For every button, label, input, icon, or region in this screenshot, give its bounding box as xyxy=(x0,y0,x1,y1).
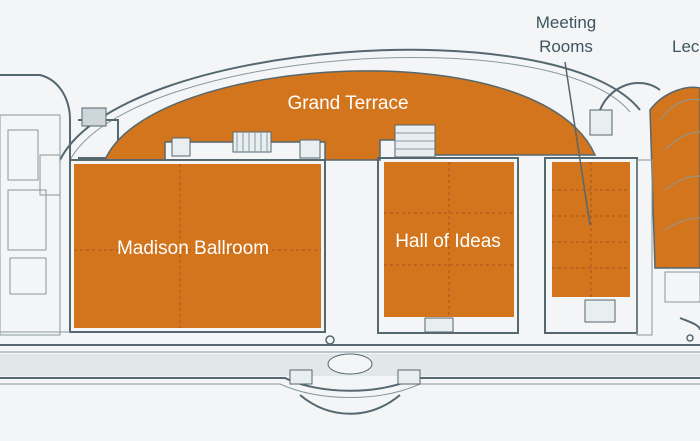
lecture-hall-area[interactable] xyxy=(649,86,700,331)
meeting-rooms[interactable] xyxy=(544,157,638,334)
meeting-rooms-label-line1: Meeting xyxy=(536,13,596,32)
left-wing xyxy=(0,74,119,336)
lecture-hall-label: Lec xyxy=(672,37,700,56)
grand-terrace-label: Grand Terrace xyxy=(287,93,408,114)
outer-dome-outline xyxy=(59,48,641,161)
hall-of-ideas[interactable] xyxy=(377,157,519,334)
grand-terrace-area[interactable] xyxy=(103,70,597,161)
terrace-stairs xyxy=(171,109,613,159)
hall-of-ideas-label: Hall of Ideas xyxy=(395,231,501,252)
meeting-rooms-leader-line xyxy=(564,61,591,226)
meeting-rooms-label-line2: Rooms xyxy=(539,37,593,56)
madison-ballroom[interactable] xyxy=(69,159,326,333)
promenade xyxy=(0,331,700,415)
madison-ballroom-label: Madison Ballroom xyxy=(117,238,269,259)
